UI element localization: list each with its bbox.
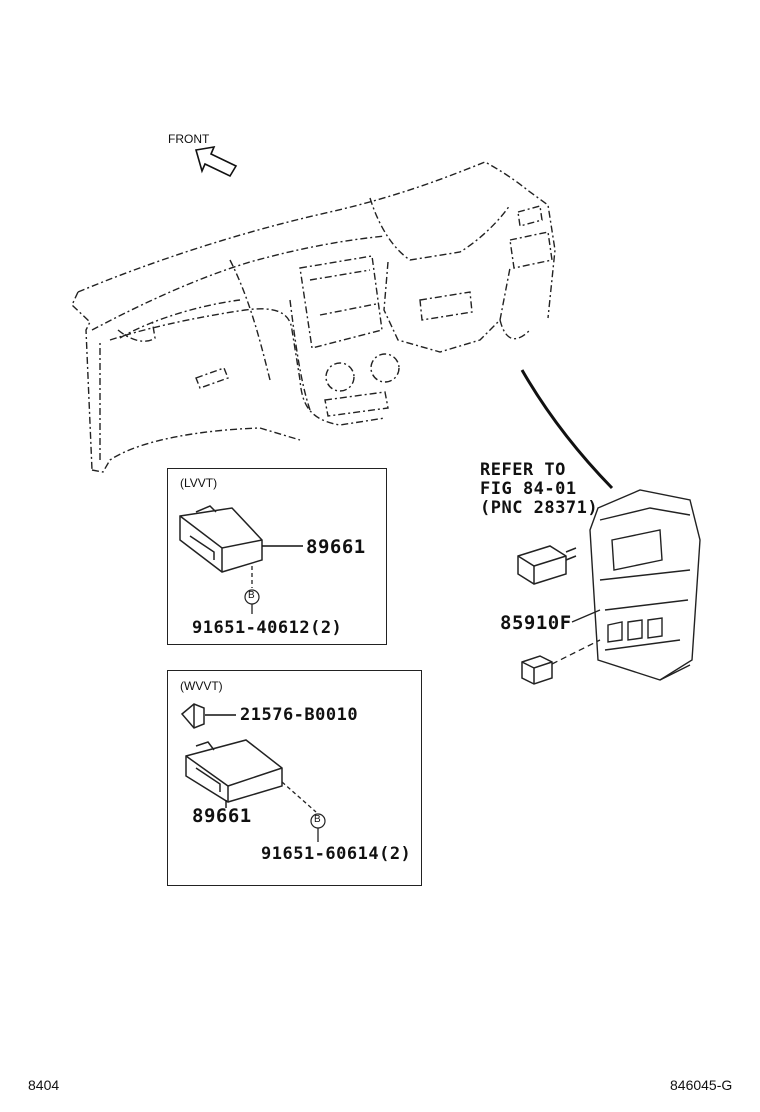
lvvt-bolt-part-number[interactable]: 91651-40612(2) bbox=[192, 618, 343, 638]
refer-to-line-2: FIG 84-01 bbox=[480, 479, 577, 499]
instrument-panel-drawing bbox=[71, 161, 556, 473]
wvvt-bolt-part-number[interactable]: 91651-60614(2) bbox=[261, 844, 412, 864]
front-label: FRONT bbox=[168, 132, 210, 146]
footer-illustration-code: 846045-G bbox=[670, 1077, 733, 1093]
relay-leader-dash bbox=[551, 639, 601, 665]
wvvt-ecu-part-number[interactable]: 89661 bbox=[192, 805, 252, 827]
lvvt-ecu-drawing bbox=[179, 505, 263, 573]
lvvt-variant-box bbox=[167, 468, 387, 645]
junction-block-drawing bbox=[589, 489, 701, 681]
wvvt-bracket-drawing bbox=[180, 703, 205, 729]
footer-page-code: 8404 bbox=[28, 1077, 60, 1093]
front-arrow-icon bbox=[194, 145, 238, 178]
wvvt-variant-box bbox=[167, 670, 422, 886]
wvvt-bracket-part-number[interactable]: 21576-B0010 bbox=[240, 705, 359, 725]
leader-curve bbox=[520, 369, 614, 490]
relay-part-leader bbox=[571, 609, 601, 623]
refer-to-line-1: REFER TO bbox=[480, 460, 566, 480]
lvvt-variant-label: (LVVT) bbox=[180, 476, 218, 490]
wvvt-variant-label: (WVVT) bbox=[180, 679, 223, 693]
relay-drawing bbox=[517, 545, 577, 585]
refer-to-line-3: (PNC 28371) bbox=[480, 498, 599, 518]
wvvt-bolt-leader bbox=[281, 781, 317, 813]
lvvt-ecu-part-number[interactable]: 89661 bbox=[306, 536, 366, 558]
lvvt-bolt-marker: B bbox=[248, 590, 255, 601]
wvvt-bolt-marker: B bbox=[314, 814, 321, 825]
small-relay-drawing bbox=[521, 655, 553, 685]
relay-part-number[interactable]: 85910F bbox=[500, 612, 572, 634]
wvvt-ecu-drawing bbox=[185, 739, 283, 803]
